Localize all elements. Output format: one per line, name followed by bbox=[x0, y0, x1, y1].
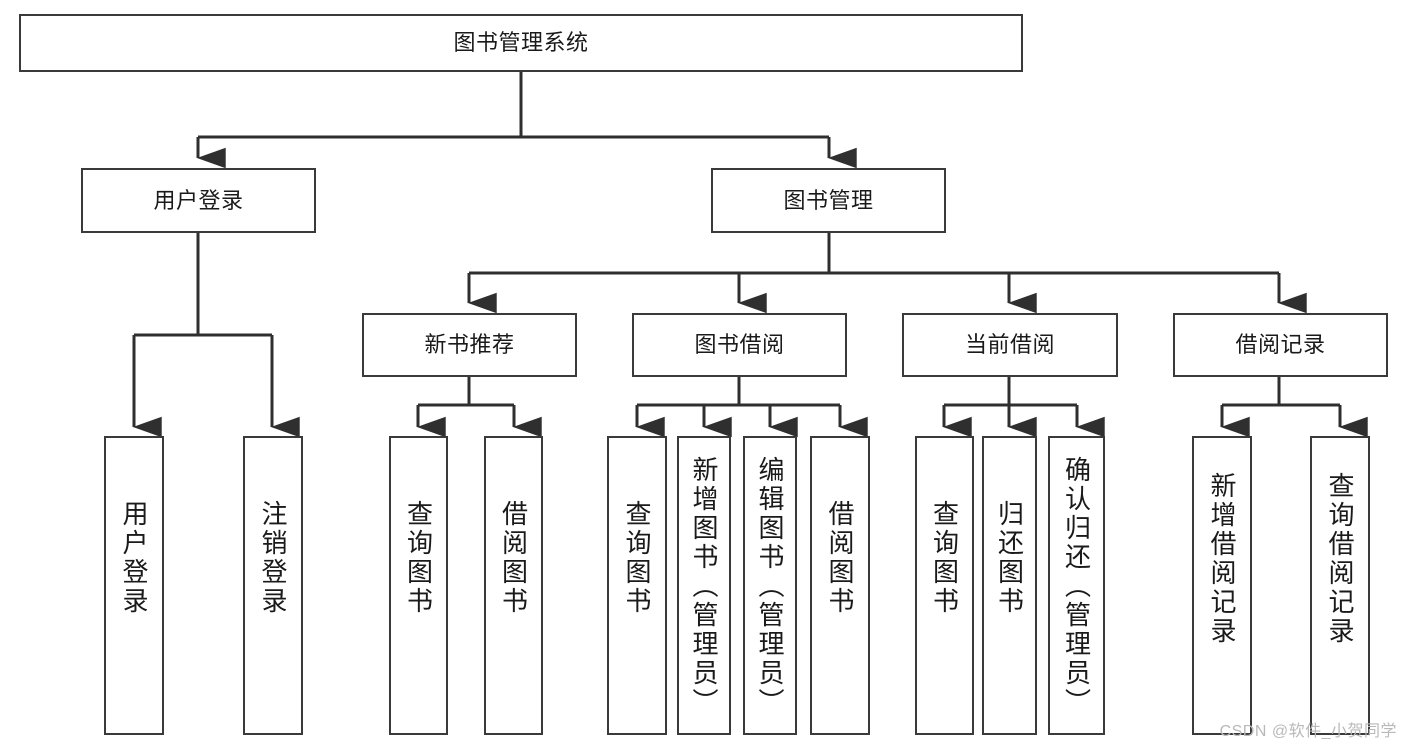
node-user-login[interactable]: 用户登录 bbox=[81, 168, 316, 233]
node-current-borrow-label: 当前借阅 bbox=[964, 332, 1055, 358]
node-leaf-borrow-book-1[interactable]: 借阅图书 bbox=[484, 436, 543, 735]
node-borrow-record-label: 借阅记录 bbox=[1235, 332, 1326, 358]
node-borrow-record[interactable]: 借阅记录 bbox=[1173, 313, 1388, 377]
node-leaf-add-book-admin[interactable]: 新增图书（管理员） bbox=[677, 436, 731, 735]
node-leaf-query-borrow-record[interactable]: 查询借阅记录 bbox=[1310, 436, 1370, 735]
node-leaf-return-book[interactable]: 归还图书 bbox=[982, 436, 1037, 735]
node-current-borrow[interactable]: 当前借阅 bbox=[902, 313, 1118, 377]
node-leaf-add-borrow-record-label: 新增借阅记录 bbox=[1207, 472, 1237, 646]
node-book-borrow[interactable]: 图书借阅 bbox=[632, 313, 847, 377]
node-leaf-confirm-return-admin[interactable]: 确认归还（管理员） bbox=[1048, 436, 1105, 735]
node-leaf-edit-book-admin-label: 编辑图书（管理员） bbox=[755, 456, 785, 717]
node-leaf-user-login-label: 用户登录 bbox=[119, 500, 149, 616]
node-new-book-recommend[interactable]: 新书推荐 bbox=[362, 313, 577, 377]
node-leaf-user-logout-label: 注销登录 bbox=[258, 500, 288, 616]
node-book-borrow-label: 图书借阅 bbox=[694, 332, 785, 358]
node-user-login-label: 用户登录 bbox=[153, 187, 244, 213]
node-leaf-query-book-1-label: 查询图书 bbox=[403, 500, 434, 616]
node-leaf-add-book-admin-label: 新增图书（管理员） bbox=[689, 456, 719, 717]
node-leaf-user-login[interactable]: 用户登录 bbox=[104, 436, 164, 735]
node-root-label: 图书管理系统 bbox=[453, 30, 589, 56]
node-leaf-edit-book-admin[interactable]: 编辑图书（管理员） bbox=[743, 436, 797, 735]
node-leaf-user-logout[interactable]: 注销登录 bbox=[243, 436, 303, 735]
node-leaf-query-borrow-record-label: 查询借阅记录 bbox=[1325, 472, 1355, 646]
node-book-manage[interactable]: 图书管理 bbox=[711, 168, 946, 233]
node-root[interactable]: 图书管理系统 bbox=[19, 14, 1023, 72]
node-book-manage-label: 图书管理 bbox=[783, 187, 874, 213]
node-leaf-borrow-book-2[interactable]: 借阅图书 bbox=[810, 436, 870, 735]
node-leaf-borrow-book-2-label: 借阅图书 bbox=[825, 500, 855, 616]
node-leaf-query-book-1[interactable]: 查询图书 bbox=[389, 436, 448, 735]
node-leaf-borrow-book-1-label: 借阅图书 bbox=[498, 500, 529, 616]
node-leaf-add-borrow-record[interactable]: 新增借阅记录 bbox=[1192, 436, 1252, 735]
node-leaf-query-book-2[interactable]: 查询图书 bbox=[607, 436, 667, 735]
node-leaf-return-book-label: 归还图书 bbox=[994, 500, 1025, 616]
node-leaf-query-book-2-label: 查询图书 bbox=[622, 500, 652, 616]
node-leaf-query-book-3[interactable]: 查询图书 bbox=[915, 436, 974, 735]
node-leaf-confirm-return-admin-label: 确认归还（管理员） bbox=[1061, 456, 1092, 717]
node-new-book-recommend-label: 新书推荐 bbox=[424, 332, 515, 358]
node-leaf-query-book-3-label: 查询图书 bbox=[929, 500, 960, 616]
